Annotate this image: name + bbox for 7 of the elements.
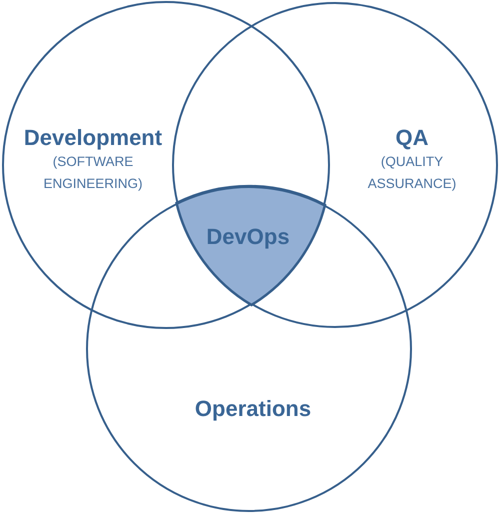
overlap-region — [175, 184, 327, 307]
venn-sublabel: (SOFTWARE ENGINEERING) — [43, 153, 142, 193]
venn-sublabel: (QUALITY ASSURANCE) — [368, 153, 456, 193]
venn-label: Development — [24, 125, 162, 151]
venn-label: Operations — [194, 396, 312, 422]
venn-label: DevOps — [206, 224, 290, 250]
venn-label: QA — [396, 125, 428, 151]
